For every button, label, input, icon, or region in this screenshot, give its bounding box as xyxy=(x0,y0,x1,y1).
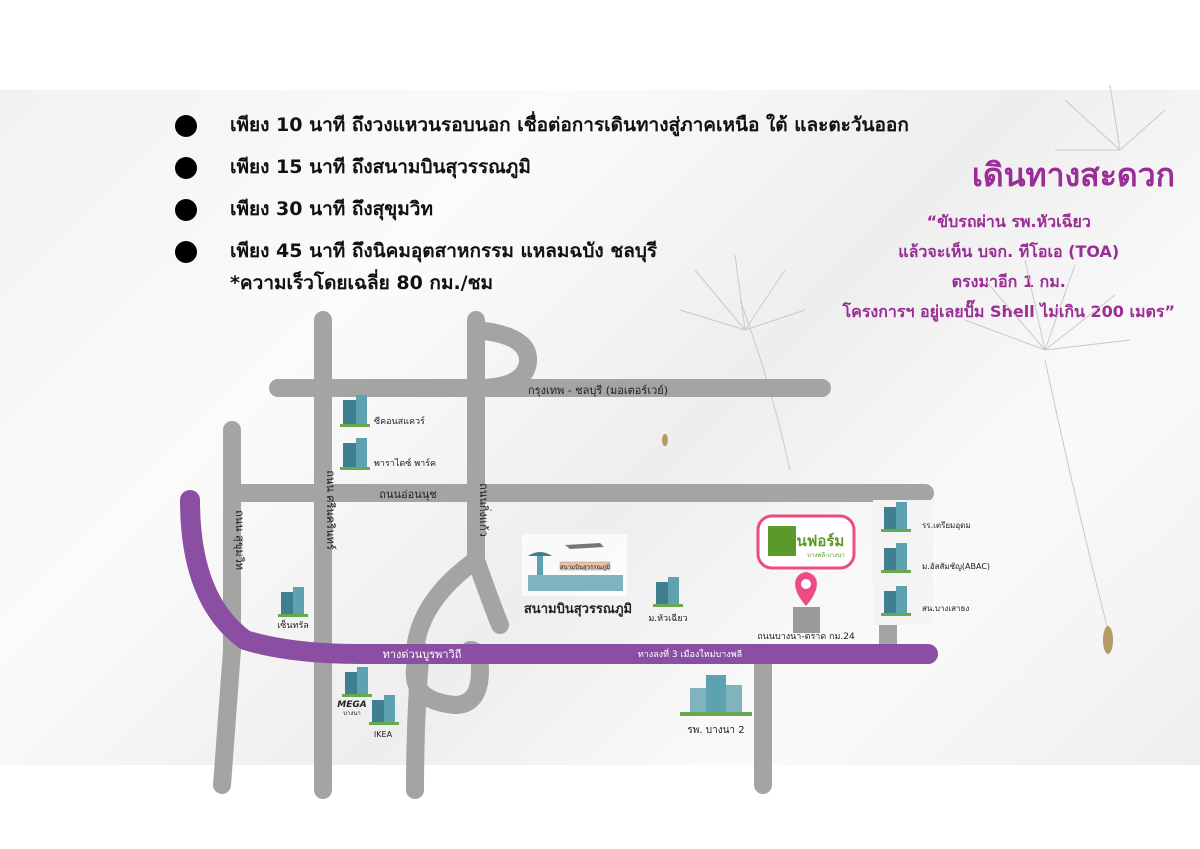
project-logo xyxy=(756,514,856,570)
list-item: เพียง 30 นาที ถึงสุขุมวิท xyxy=(175,194,935,236)
bullet-dot-icon xyxy=(175,157,197,179)
location-pin-icon xyxy=(795,572,817,606)
ikea-label: IKEA xyxy=(374,730,393,739)
building-icon xyxy=(653,577,683,607)
travel-info: เดินทางสะดวก “ขับรถผ่าน รพ.หัวเฉียว แล้ว… xyxy=(843,150,1175,327)
burapha-expressway xyxy=(180,490,938,664)
abac-label: ม.อัสสัมชัญ(ABAC) xyxy=(922,562,990,571)
speed-note: *ความเร็วโดยเฉลี่ย 80 กม./ชม xyxy=(230,272,494,294)
school1-label: รร.เตรียมอุดม xyxy=(922,521,971,530)
logo-sub: บางพลี-บางนา xyxy=(807,551,844,559)
hospital-label: รพ. บางนา 2 xyxy=(687,725,744,736)
bullet-dot-icon xyxy=(175,115,197,137)
logo-name: แพลนฟอร์ม xyxy=(768,532,845,550)
motorway-loop xyxy=(467,321,537,397)
building-icon xyxy=(340,395,370,427)
bullet-dot-icon xyxy=(175,199,197,221)
building-icon xyxy=(369,695,399,725)
bangna-trat-label: ถนนบางนา-ตราด กม.24 xyxy=(757,632,855,642)
srinakarin-label: ถนน ศรีนครินทร์ xyxy=(324,470,337,550)
list-item: เพียง 45 นาที ถึงนิคมอุตสาหกรรม แหลมฉบัง… xyxy=(175,236,935,278)
onnut-label: ถนนอ่อนนุช xyxy=(379,488,436,501)
south-interchange-road xyxy=(406,651,429,799)
mega-label: MEGA xyxy=(337,700,366,710)
list-item: เพียง 15 นาที ถึงสนามบินสุวรรณภูมิ xyxy=(175,152,935,194)
burapha-label: ทางด่วนบูรพาวิถี xyxy=(383,648,462,661)
travel-line: แล้วจะเห็น บจก. ทีโอเอ (TOA) xyxy=(898,242,1120,261)
building-icon xyxy=(342,667,372,697)
bullet-text: เพียง 45 นาที ถึงนิคมอุตสาหกรรม แหลมฉบัง… xyxy=(230,240,658,262)
airport-label: สนามบินสุวรรณภูมิ xyxy=(524,602,632,617)
travel-line: ตรงมาอีก 1 กม. xyxy=(951,272,1066,291)
seacon-label: ซีคอนสแควร์ xyxy=(374,415,425,427)
seed-icon xyxy=(662,434,668,446)
sukhumvit-south xyxy=(213,641,241,794)
building-icon xyxy=(881,586,911,616)
sukhumvit-label: ถนน สุขุมวิท xyxy=(233,510,246,570)
paradise-label: พาราไดซ์ พาร์ค xyxy=(374,457,436,469)
airport-sign: สนามบินสุวรรณภูมิ xyxy=(560,564,610,571)
bullet-list: เพียง 10 นาที ถึงวงแหวนรอบนอก เชื่อต่อกา… xyxy=(175,110,935,278)
building-icon xyxy=(881,502,911,532)
mega-sub-label: บางนา xyxy=(343,710,361,717)
bangsarong-label: สน.บางเสาธง xyxy=(922,604,969,613)
bullet-text: เพียง 10 นาที ถึงวงแหวนรอบนอก เชื่อต่อกา… xyxy=(230,114,909,136)
list-item: เพียง 10 นาที ถึงวงแหวนรอบนอก เชื่อต่อกา… xyxy=(175,110,935,152)
central-label: เซ็นทรัล xyxy=(277,618,309,631)
bullet-text: เพียง 30 นาที ถึงสุขุมวิท xyxy=(230,198,433,220)
bullet-dot-icon xyxy=(175,241,197,263)
travel-title: เดินทางสะดวก xyxy=(971,156,1175,194)
airport-icon xyxy=(522,534,627,596)
kingkaew-label: ถนนกิ่งแก้ว xyxy=(477,483,492,537)
building-icon xyxy=(278,587,308,617)
motorway-label: กรุงเทพ - ชลบุรี (มอเตอร์เวย์) xyxy=(528,384,668,397)
project-site-marker xyxy=(793,607,820,633)
kingkaew-east-ramp xyxy=(467,551,509,634)
bullet-text: เพียง 15 นาที ถึงสนามบินสุวรรณภูมิ xyxy=(230,156,531,178)
building-icon xyxy=(340,438,370,470)
hospital-icon xyxy=(680,675,752,716)
dandelion-decoration-icon xyxy=(679,84,1166,631)
building-icon xyxy=(881,543,911,573)
huachiew-label: ม.หัวเฉียว xyxy=(648,613,687,624)
exit3-label: ทางลงที่ 3 เมืองใหม่บางพลี xyxy=(638,647,742,660)
kingkaew-west-ramp xyxy=(406,551,485,659)
travel-line: “ขับรถผ่าน รพ.หัวเฉียว xyxy=(926,212,1091,231)
seed-icon xyxy=(1103,626,1113,654)
travel-line: โครงการฯ อยู่เลยปั๊ม Shell ไม่เกิน 200 เ… xyxy=(842,302,1175,321)
